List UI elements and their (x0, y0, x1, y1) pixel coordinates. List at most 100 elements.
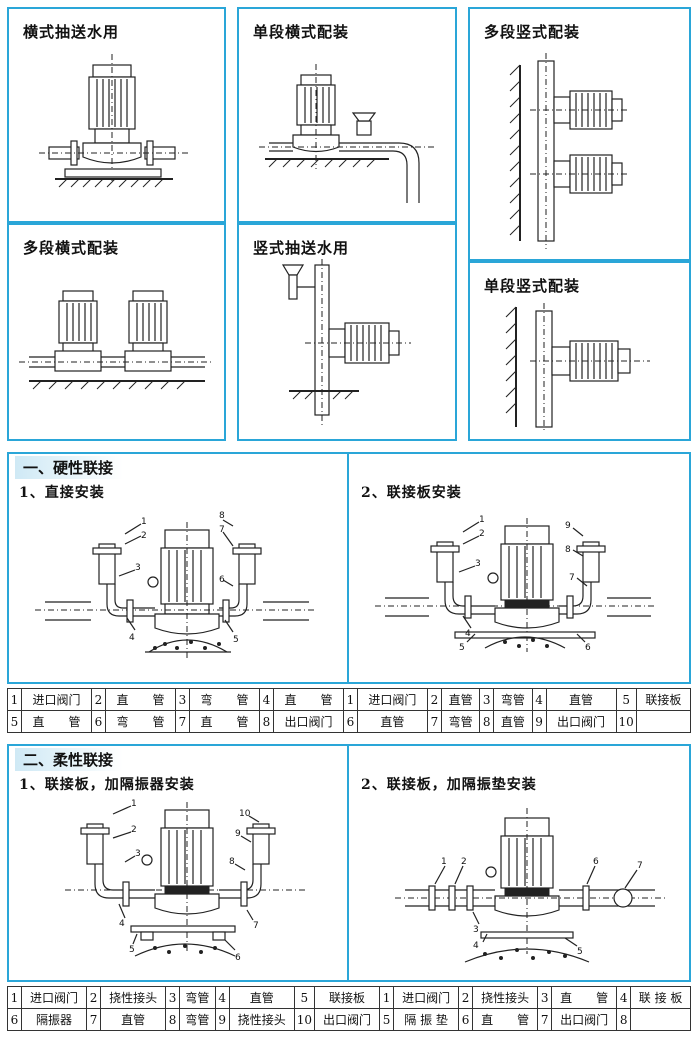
legend-text: 进口阀门 (393, 986, 460, 1009)
panel-title: 竖式抽送水用 (253, 239, 350, 257)
callout-6: 6 (585, 643, 591, 653)
legend-text: 直管 (493, 710, 533, 733)
panel-single-vertical: 单段竖式配装 (468, 261, 691, 441)
legend-text: 挠性接头 (100, 986, 167, 1009)
legend-text: 隔振器 (20, 1008, 88, 1031)
legend-text: 直管 (228, 986, 295, 1009)
legend-num: 6 (342, 710, 358, 733)
legend-num: 1 (379, 986, 395, 1009)
callout-2: 2 (461, 857, 467, 867)
legend-text: 出口阀门 (314, 1008, 381, 1031)
legend-num: 8 (479, 710, 495, 733)
callout-10: 10 (239, 809, 251, 819)
legend-num: 7 (174, 710, 190, 733)
callout-6: 6 (593, 857, 599, 867)
diagram-pad-install: 1 2 3 4 5 6 7 (395, 808, 665, 963)
legend-text: 进口阀门 (21, 688, 92, 711)
legend-num: 4 (258, 688, 274, 711)
section-flexible-connection: 二、柔性联接 1、联接板，加隔振器安装 2、联接板，加隔振垫安装 1 2 3 4… (7, 744, 691, 982)
diagram-plate-install: 1 2 3 4 5 6 7 8 9 (375, 515, 655, 653)
callout-5: 5 (129, 945, 135, 955)
section-divider (347, 454, 349, 682)
legend-num: 8 (165, 1008, 181, 1031)
section-heading: 一、硬性联接 (15, 456, 124, 479)
diagram-isolator-install: 1 2 3 4 5 6 7 8 9 10 (65, 799, 305, 963)
legend-num: 7 (426, 710, 442, 733)
legend-text: 直 管 (104, 688, 176, 711)
callout-1: 1 (441, 857, 447, 867)
callout-8: 8 (565, 545, 571, 555)
legend-num: 1 (7, 986, 22, 1009)
legend-num: 7 (86, 1008, 102, 1031)
callout-7: 7 (253, 921, 259, 931)
pump-drawing-vertical-single (281, 259, 411, 425)
callout-3: 3 (475, 559, 481, 569)
diagram-direct-install: 1 2 3 4 5 6 7 8 (35, 511, 315, 658)
panel-multi-vertical: 多段竖式配装 (468, 7, 691, 261)
callout-3: 3 (135, 849, 141, 859)
legend-num: 10 (293, 1008, 316, 1031)
callout-7: 7 (637, 861, 643, 871)
legend-text: 直管 (545, 688, 617, 711)
panel-horizontal-single: 横式抽送水用 (7, 7, 226, 223)
legend-text: 直 管 (21, 710, 92, 733)
legend-text: 弯管 (440, 710, 481, 733)
legend-text: 直 管 (472, 1008, 539, 1031)
legend-text: 出口阀门 (272, 710, 344, 733)
legend-text: 出口阀门 (545, 710, 617, 733)
callout-1: 1 (479, 515, 485, 525)
legend-num: 4 (531, 688, 547, 711)
legend-text: 弯管 (179, 1008, 216, 1031)
legend-text: 进口阀门 (20, 986, 88, 1009)
legend-text: 直 管 (188, 710, 260, 733)
legend-num: 9 (214, 1008, 230, 1031)
legend-text: 弯管 (179, 986, 216, 1009)
legend-text: 直 管 (272, 688, 344, 711)
panel-title: 多段横式配装 (23, 239, 120, 257)
legend-num: 3 (174, 688, 190, 711)
legend-num: 3 (537, 986, 553, 1009)
legend-num: 5 (615, 688, 637, 711)
legend-text: 直 管 (551, 986, 618, 1009)
callout-4: 4 (129, 633, 135, 643)
callout-7: 7 (219, 525, 225, 535)
pump-drawing-single-vertical (505, 303, 650, 433)
legend-text: 联 接 板 (630, 986, 691, 1009)
subheading-direct-install: 1、直接安装 (19, 485, 105, 501)
legend-num: 5 (293, 986, 316, 1009)
legend-text: 挠性接头 (228, 1008, 295, 1031)
legend-num: 5 (7, 710, 22, 733)
callout-4: 4 (465, 629, 471, 639)
callout-8: 8 (219, 511, 225, 521)
legend-num: 3 (479, 688, 495, 711)
legend-text: 弯管 (493, 688, 533, 711)
legend-num: 1 (7, 688, 22, 711)
callout-6: 6 (235, 953, 241, 963)
callout-7: 7 (569, 573, 575, 583)
pump-drawing-multi-horizontal (19, 290, 214, 390)
legend-num: 1 (342, 688, 358, 711)
legend-text: 弯 管 (104, 710, 176, 733)
subheading-plate-install: 2、联接板安装 (361, 485, 462, 501)
pump-drawing-multi-vertical (509, 53, 630, 249)
legend-text: 联接板 (635, 688, 692, 711)
callout-4: 4 (119, 919, 125, 929)
pump-drawing-single-horizontal (259, 64, 434, 203)
legend-num: 2 (86, 986, 102, 1009)
callout-2: 2 (141, 531, 147, 541)
legend-num: 6 (7, 1008, 22, 1031)
legend-text (635, 710, 692, 733)
legend-text: 挠性接头 (472, 986, 539, 1009)
callout-9: 9 (565, 521, 571, 531)
callout-6: 6 (219, 575, 225, 585)
panel-title: 多段竖式配装 (484, 23, 581, 41)
legend-text (630, 1008, 691, 1031)
legend-text: 出口阀门 (551, 1008, 618, 1031)
callout-2: 2 (479, 529, 485, 539)
callout-5: 5 (459, 643, 465, 653)
legend-num: 5 (379, 1008, 395, 1031)
callout-4: 4 (473, 941, 479, 951)
